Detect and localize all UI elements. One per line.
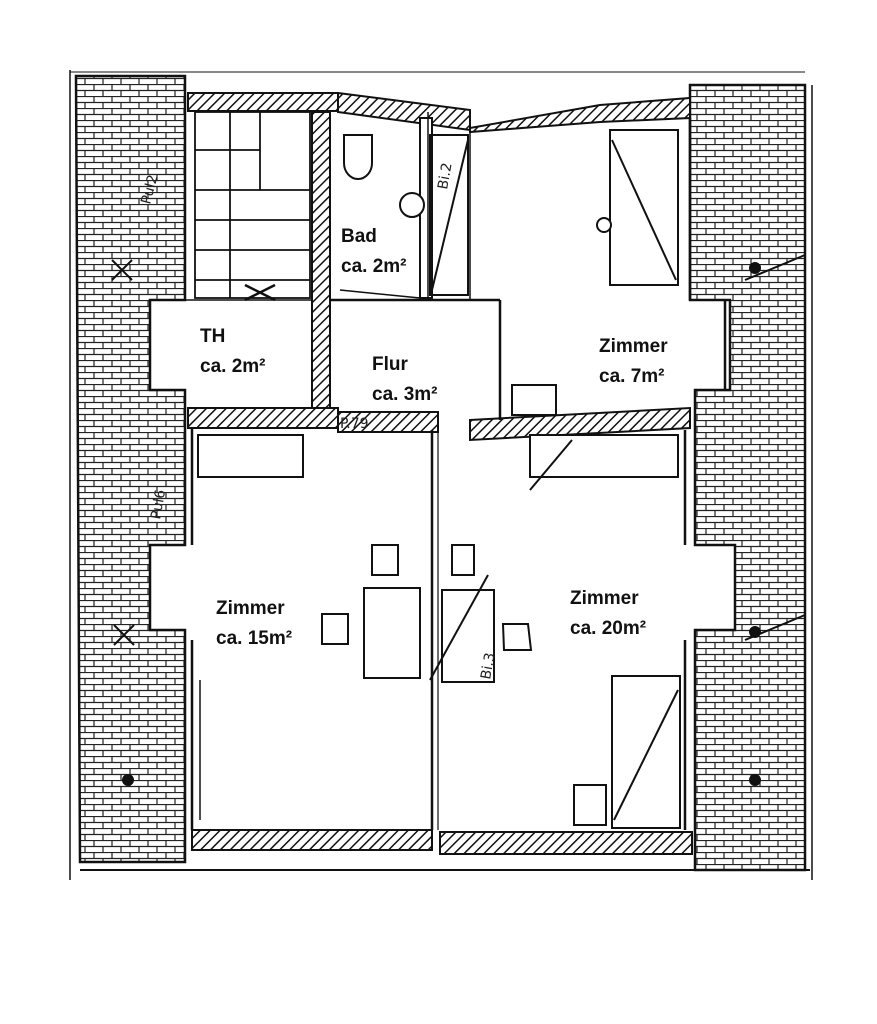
room-zimmer15-area: ca. 15m² bbox=[216, 628, 292, 649]
toilet-icon bbox=[343, 134, 373, 180]
dim-flur: P.79 bbox=[340, 416, 369, 432]
sketch-guidelines bbox=[69, 70, 813, 880]
dim-bad-door: Bi.2 bbox=[435, 161, 455, 190]
radiator-top-left bbox=[197, 434, 304, 478]
room-zimmer20-name: Zimmer bbox=[570, 588, 639, 609]
dim-left-mid: Pul6 bbox=[148, 488, 169, 520]
room-flur-area: ca. 3m² bbox=[372, 384, 437, 405]
dimension-notes: Pul2 Pul6 P.79 Bi.2 Bi.3 bbox=[138, 161, 498, 680]
room-zimmer15-name: Zimmer bbox=[216, 598, 285, 619]
room-zimmer7-name: Zimmer bbox=[599, 336, 668, 357]
dim-left-top: Pul2 bbox=[138, 173, 161, 206]
sink-icon bbox=[399, 192, 425, 218]
room-flur-name: Flur bbox=[372, 354, 408, 375]
radiator-top-right bbox=[529, 434, 679, 478]
chair-right bbox=[451, 544, 475, 576]
room-bad-area: ca. 2m² bbox=[341, 256, 406, 277]
left-roof-slope bbox=[74, 74, 187, 864]
shower-tray bbox=[429, 134, 469, 296]
sketch-marks bbox=[111, 254, 806, 786]
socket-flur bbox=[511, 384, 557, 416]
staircase bbox=[194, 111, 311, 302]
lamp-right bbox=[501, 623, 533, 651]
room-zimmer7-area: ca. 7m² bbox=[599, 366, 664, 387]
room-th-name: TH bbox=[200, 326, 225, 347]
chair-bottom-right bbox=[573, 784, 607, 826]
dim-middle: Bi.3 bbox=[478, 651, 498, 680]
chair-left bbox=[371, 544, 399, 576]
lamp-left bbox=[321, 613, 349, 645]
desk-left bbox=[363, 587, 421, 679]
room-bad-name: Bad bbox=[341, 226, 377, 247]
desk-right bbox=[441, 589, 495, 683]
right-roof-slope bbox=[688, 83, 807, 872]
room-labels: Bad ca. 2m² TH ca. 2m² Flur ca. 3m² Zimm… bbox=[200, 226, 668, 649]
room-zimmer20-area: ca. 20m² bbox=[570, 618, 646, 639]
bed-icon bbox=[596, 129, 679, 286]
bathroom-fixtures bbox=[343, 134, 469, 296]
furniture bbox=[197, 384, 681, 829]
room-th-area: ca. 2m² bbox=[200, 356, 265, 377]
interior-lines bbox=[155, 112, 727, 830]
